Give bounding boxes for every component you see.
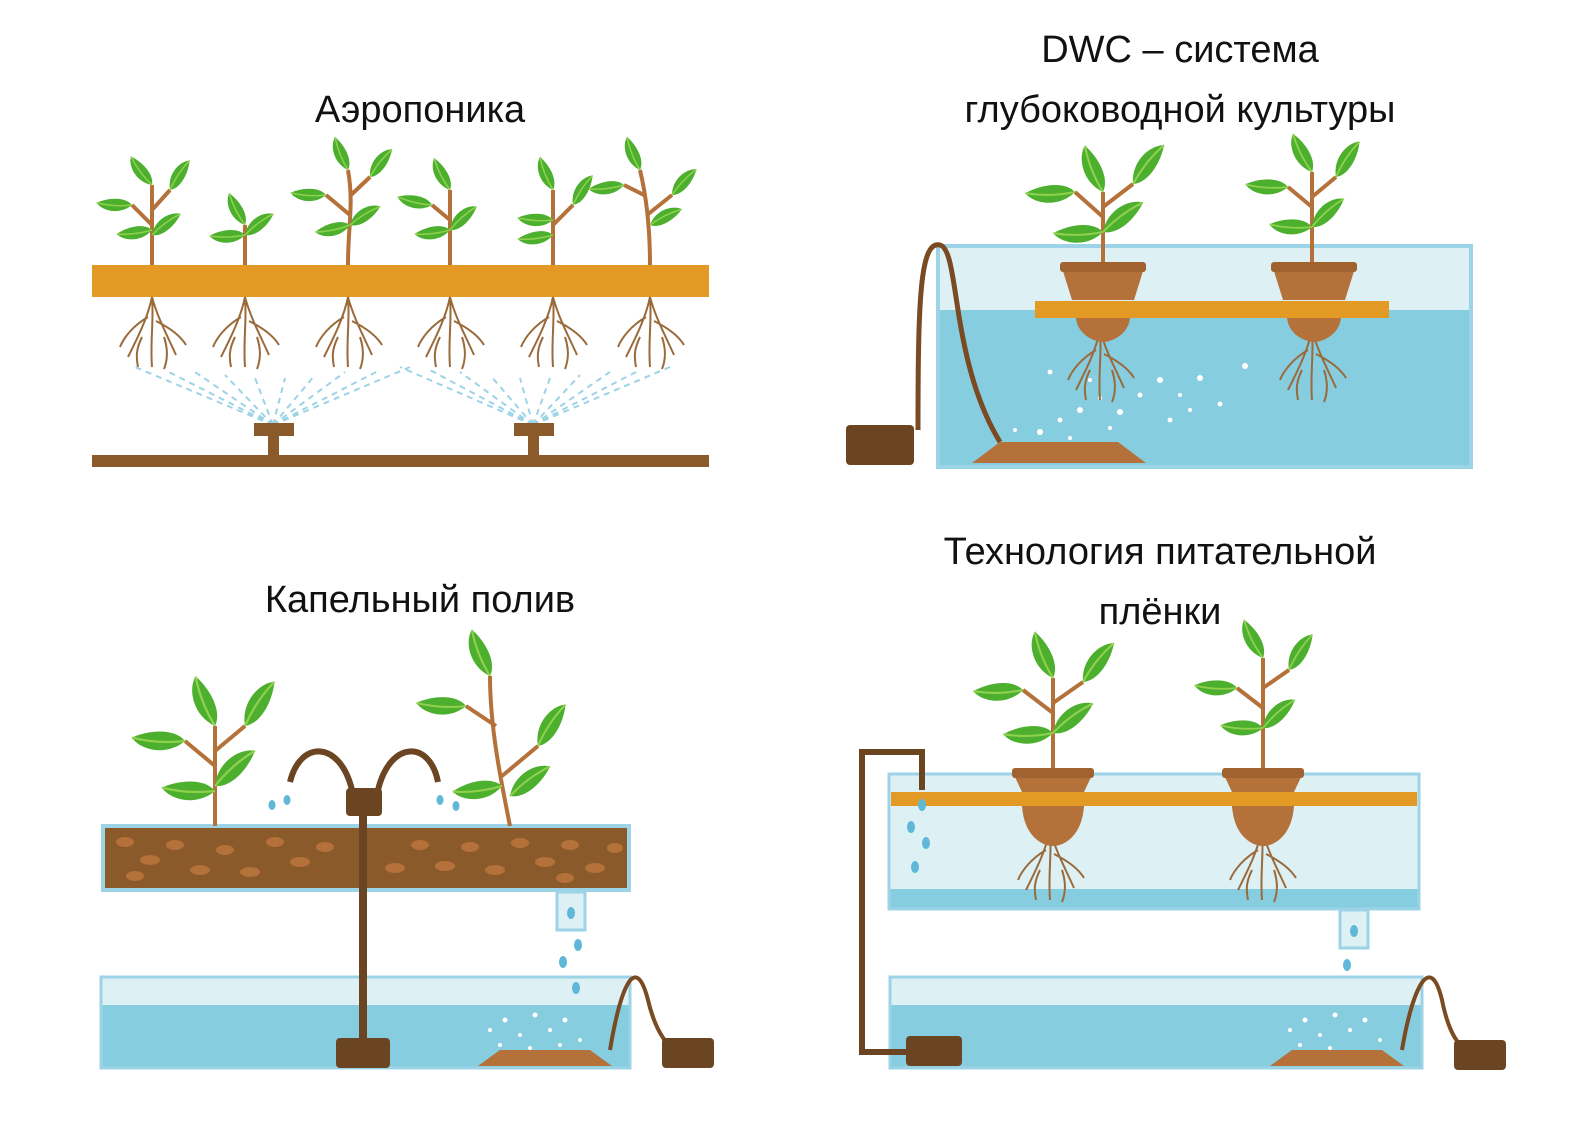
title-aeroponics: Аэропоника [314,89,526,131]
dwc-bubbles [1013,363,1248,440]
nft-air-tube [1400,975,1462,1051]
drip-media-pebbles [116,837,623,883]
aeroponics-plants [94,135,704,266]
title-nft-line1: Технология питательной [943,531,1377,573]
dwc-tank-frame [936,244,1473,469]
aeroponics-spray [134,366,671,426]
aeroponics-sprayer-right [514,423,554,456]
title-drip: Капельный полив [264,579,576,621]
drip-panel [99,627,714,1070]
nft-reservoir-frame [888,975,1424,1070]
aeroponics-roots [119,296,685,370]
drip-plant-left [129,673,288,826]
drip-water-pump [336,1038,390,1068]
nft-air-stone [1270,1050,1404,1066]
dwc-plant-right [1243,130,1370,262]
dwc-floating-board [1035,301,1389,318]
dwc-pot-left [1060,262,1146,342]
nft-pot-right [1222,768,1304,846]
drip-emitter-drops [268,795,460,811]
aeroponics-pipe [92,455,709,467]
aeroponics-panel [92,135,709,467]
nft-plant-left [971,629,1125,768]
title-nft-line2: плёнки [1098,591,1222,633]
nft-reservoir-air [890,977,1422,1005]
nft-channel-film [889,889,1419,909]
drip-bubbles [488,1012,582,1050]
title-dwc-line2: глубоководной культуры [964,89,1396,131]
drip-supply-pipe [359,812,367,1042]
dwc-pot-right [1271,262,1357,342]
drip-splitter [346,788,382,816]
aeroponics-plant-board [92,265,709,297]
drip-falling-drops [559,907,582,994]
drip-plant-right [413,627,578,827]
drip-air-pump [662,1038,714,1068]
nft-water-pump [906,1036,962,1066]
nft-air-pump [1454,1040,1506,1070]
dwc-tank-water [938,310,1471,467]
aeroponics-sprayer-left [254,423,294,456]
drip-air-tube [608,975,670,1051]
dwc-tank-air [938,246,1471,310]
nft-supply-pipe [859,749,925,1055]
nft-board [891,792,1417,806]
dwc-air-pump [846,425,914,465]
nft-pot-left [1012,768,1094,846]
nft-channel-frame [887,772,1421,911]
drip-air-stone [478,1050,612,1066]
nft-bubbles [1288,1012,1382,1050]
dwc-plant-left [1023,140,1175,262]
nft-channel-air [889,774,1419,889]
title-dwc-line1: DWC – система [1041,29,1319,71]
nft-plant-right [1192,616,1323,768]
drip-emitter-right [375,748,441,791]
nft-panel [859,616,1506,1070]
dwc-panel [846,130,1473,469]
nft-inlet-drops [907,799,930,873]
dwc-air-tube [915,242,1003,444]
drip-emitter-left [287,748,355,791]
dwc-air-stone [972,442,1146,463]
